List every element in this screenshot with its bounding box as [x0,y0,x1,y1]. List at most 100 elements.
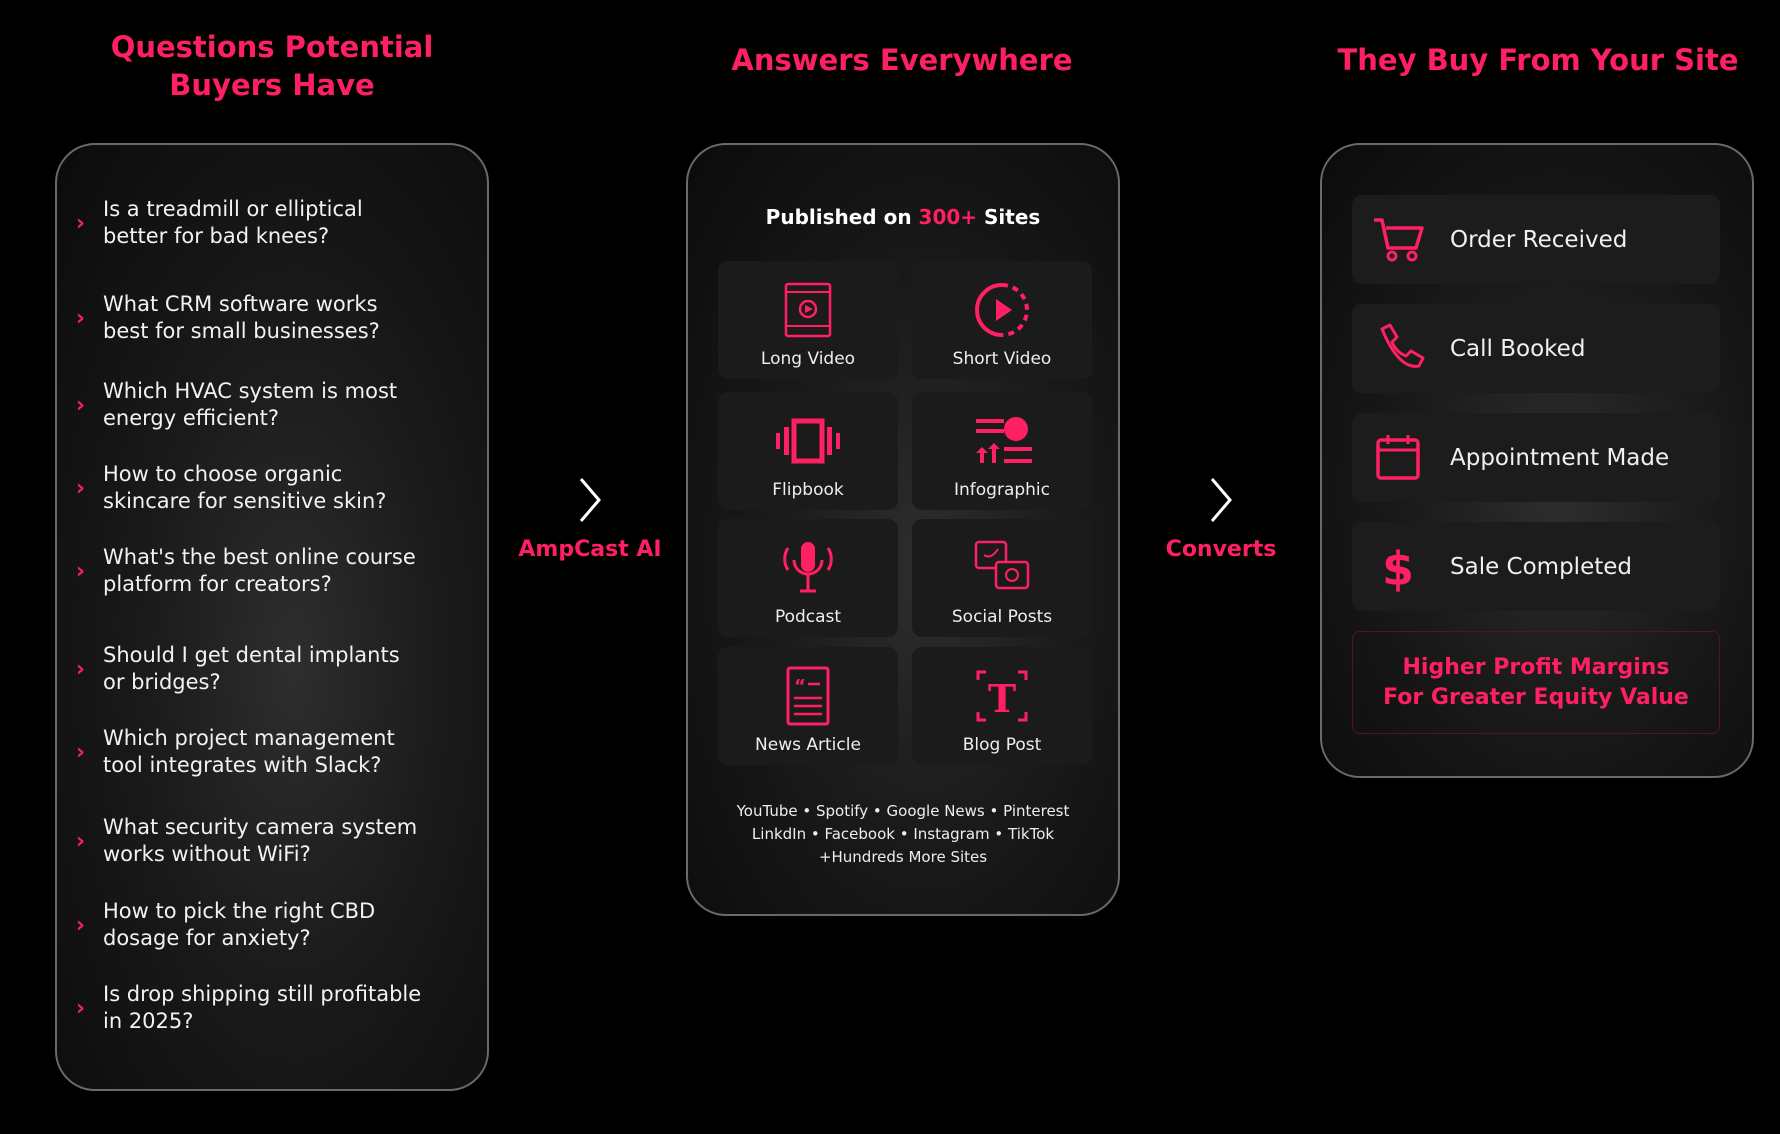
chevron-right-icon: › [75,656,85,682]
format-tile: Infographic [912,392,1092,510]
question-item: › Which project management tool integrates… [57,725,487,779]
question-item: › What security camera system works withou… [57,814,487,868]
format-tile: Podcast [718,519,898,637]
long-video-icon [784,282,832,338]
chevron-right-icon: › [75,912,85,938]
format-label: Blog Post [962,735,1042,755]
site-list: YouTube • Spotify • Google News • Pinter… [688,800,1118,869]
blog-post-icon: T [976,670,1028,722]
question-line: energy efficient? [103,406,280,430]
format-tile: Flipbook [718,392,898,510]
question-item: › What's the best online course platform f… [57,544,487,598]
social-posts-icon [974,540,1030,590]
question-line: Which HVAC system is most [103,379,398,403]
outcome-label: Sale Completed [1450,553,1632,580]
question-line: How to choose organic [103,462,343,486]
format-label: Flipbook [772,480,844,500]
outcome-item: $ Sale Completed [1352,522,1720,611]
format-tile: “ News Article [718,647,898,765]
question-text: Which project management tool integrates … [103,725,453,779]
short-video-icon [975,283,1029,337]
format-label: Long Video [760,349,856,369]
format-tile: T Blog Post [912,647,1092,765]
answers-title: Answers Everywhere [731,43,1073,77]
published-suffix: Sites [984,205,1041,229]
shopping-cart-icon [1374,217,1424,261]
site-list-line: LinkdIn • Facebook • Instagram • TikTok [751,825,1055,843]
podcast-icon [783,542,833,593]
buy-title: They Buy From Your Site [1337,43,1739,77]
format-label: Infographic [953,480,1050,500]
question-text: Which HVAC system is most energy efficien… [103,378,453,432]
format-tile: Short Video [912,261,1092,379]
question-line: Should I get dental implants [103,643,400,667]
question-text: How to choose organic skincare for sensit… [103,461,453,515]
question-line: works without WiFi? [103,842,311,866]
format-tile: Social Posts [912,519,1092,637]
chevron-right-icon: › [75,558,85,584]
svg-text:“: “ [794,676,806,697]
phone-icon [1380,323,1425,368]
profit-line: Higher Profit Margins [1402,654,1670,680]
chevron-right-icon [1210,478,1232,522]
question-line: What security camera system [103,815,418,839]
site-list-line: +Hundreds More Sites [818,848,988,866]
chevron-right-icon [579,478,601,522]
profit-line: For Greater Equity Value [1383,684,1689,710]
question-line: How to pick the right CBD [103,899,376,923]
outcome-label: Call Booked [1450,335,1586,362]
question-text: Is a treadmill or elliptical better for b… [103,196,453,250]
svg-text:$: $ [1382,542,1414,595]
question-line: Is drop shipping still profitable [103,982,422,1006]
chevron-right-icon: › [75,828,85,854]
question-line: better for bad knees? [103,224,330,248]
format-label: Podcast [774,607,842,627]
dollar-icon: $ [1382,542,1414,595]
format-label: Social Posts [951,607,1053,627]
question-line: skincare for sensitive skin? [103,489,387,513]
question-item: › How to choose organic skincare for sensi… [57,461,487,515]
outcome-item: Order Received [1352,195,1720,284]
question-line: What's the best online course [103,545,416,569]
converts-label: Converts [1165,537,1277,562]
question-line: Which project management [103,726,395,750]
question-item: › Which HVAC system is most energy efficie… [57,378,487,432]
format-label: Short Video [952,349,1052,369]
site-list-line: YouTube • Spotify • Google News • Pinter… [736,802,1070,820]
outcome-label: Appointment Made [1450,444,1670,471]
question-line: Is a treadmill or elliptical [103,197,363,221]
outcome-item: Call Booked [1352,304,1720,393]
question-line: platform for creators? [103,572,332,596]
news-article-icon: “ [786,666,830,726]
chevron-right-icon: › [75,739,85,765]
published-heading: Published on 300+ Sites [688,205,1118,229]
question-text: What security camera system works without… [103,814,453,868]
infographic-icon [976,417,1032,463]
flipbook-icon [776,418,840,464]
ampcast-label: AmpCast AI [518,537,662,562]
outcome-item: Appointment Made [1352,413,1720,502]
question-line: tool integrates with Slack? [103,753,382,777]
chevron-right-icon: › [75,305,85,331]
chevron-right-icon: › [75,475,85,501]
format-tile: Long Video [718,261,898,379]
format-label: News Article [755,735,861,755]
question-line: in 2025? [103,1009,194,1033]
answers-panel: Published on 300+ Sites Long Video Short … [686,143,1120,916]
title-line: Questions Potential [110,30,434,64]
chevron-right-icon: › [75,392,85,418]
published-count: 300+ [918,205,978,229]
outcome-label: Order Received [1450,226,1628,253]
question-text: Is drop shipping still profitable in 2025… [103,981,453,1035]
